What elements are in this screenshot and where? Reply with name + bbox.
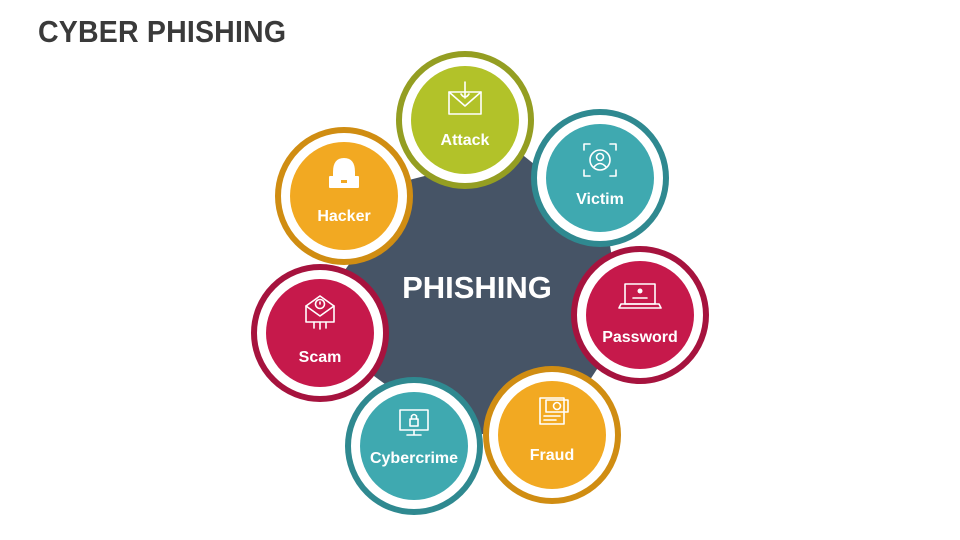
node-attack-disc xyxy=(411,66,519,174)
node-password-disc xyxy=(586,261,694,369)
node-victim-label: Victim xyxy=(576,191,624,208)
node-attack: Attack xyxy=(396,51,534,189)
hacker-laptop-icon xyxy=(329,158,359,188)
node-victim: Victim xyxy=(531,109,669,247)
node-password: Password xyxy=(571,246,709,384)
email-alert-icon xyxy=(305,295,335,330)
user-target-icon xyxy=(583,143,617,177)
node-fraud: Fraud xyxy=(483,366,621,504)
node-hacker-disc xyxy=(290,142,398,250)
node-fraud-label: Fraud xyxy=(530,447,574,464)
money-document-icon xyxy=(539,397,569,425)
page-title: CYBER PHISHING xyxy=(38,14,287,49)
node-hacker: Hacker xyxy=(275,127,413,265)
email-hook-icon xyxy=(448,81,482,115)
node-hacker-label: Hacker xyxy=(317,208,370,225)
node-cybercrime: Cybercrime xyxy=(345,377,483,515)
laptop-login-icon xyxy=(618,283,662,309)
node-scam-disc xyxy=(266,279,374,387)
node-scam-label: Scam xyxy=(299,349,342,366)
node-victim-disc xyxy=(546,124,654,232)
node-fraud-disc xyxy=(498,381,606,489)
center-label: PHISHING xyxy=(402,270,552,305)
monitor-lock-icon xyxy=(399,409,429,436)
node-password-label: Password xyxy=(602,329,678,346)
node-attack-label: Attack xyxy=(441,132,490,149)
node-cybercrime-label: Cybercrime xyxy=(370,450,458,467)
node-cybercrime-disc xyxy=(360,392,468,500)
node-scam: Scam xyxy=(251,264,389,402)
